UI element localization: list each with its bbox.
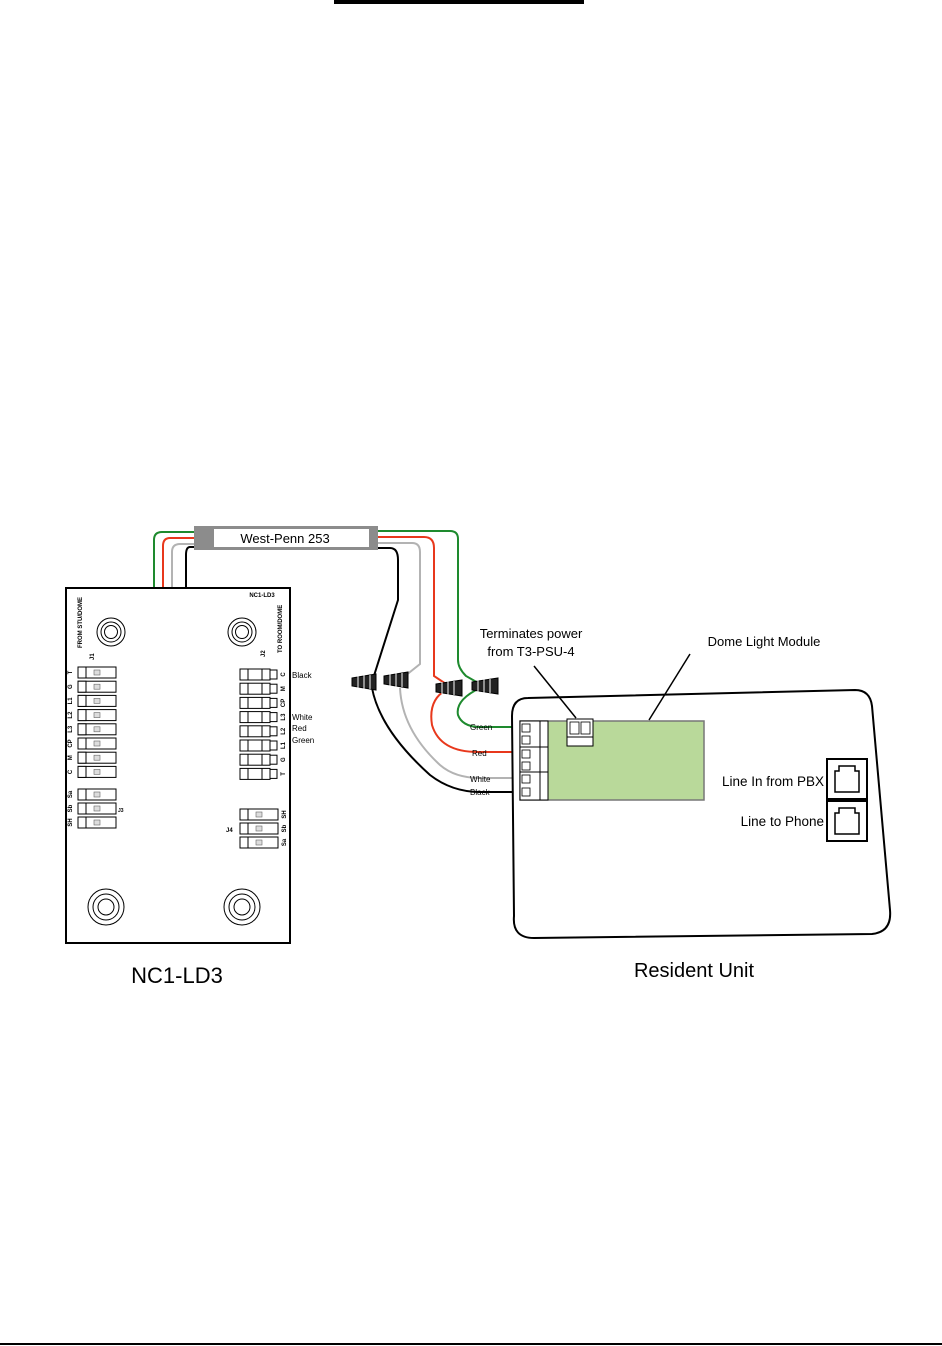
board-label: NC1-LD3 [249, 593, 275, 599]
wire-nut-white [384, 672, 408, 688]
j2-label-l1: L1 [281, 741, 287, 749]
line-to-phone-jack [827, 801, 867, 841]
left-pin-label-c: C [68, 769, 74, 774]
terminates-label-line1: Terminates power [480, 626, 583, 641]
left-pin-label-l2: L2 [68, 711, 74, 719]
board-wire-label-black: Black [292, 671, 313, 680]
left-pin-label-g: G [68, 684, 74, 689]
power-terminal [567, 719, 593, 746]
j2-label-t: T [281, 772, 287, 776]
red-wire-right [378, 537, 446, 684]
j2-label-l2: L2 [281, 727, 287, 735]
j2-id: J2 [261, 650, 267, 657]
j2-label-m: M [281, 686, 287, 691]
line-in-jack [827, 759, 867, 799]
left-pin-label-m: M [68, 755, 74, 760]
left-pin-label-cp: CP [68, 739, 74, 747]
j2-label-l3: L3 [281, 713, 287, 721]
j2-label: TO ROOM/DOME [278, 605, 284, 653]
j3-id: J3 [118, 808, 124, 814]
wire-nut-green [472, 678, 498, 694]
top-rule [334, 0, 584, 4]
resident-unit-title: Resident Unit [634, 960, 755, 982]
module-terminal-strip [520, 721, 548, 800]
j4-pin-label-sa: Sa [282, 838, 288, 846]
j3-pin-label-sh: SH [68, 818, 74, 826]
left-pin-label-l1: L1 [68, 697, 74, 705]
left-pin-label-l3: L3 [68, 725, 74, 733]
unit-wire-label-black: Black [470, 788, 491, 797]
red-wire-unit [431, 690, 522, 752]
j4-pin-label-sb: Sb [282, 824, 288, 832]
black-wire-right [372, 548, 398, 682]
unit-wire-label-red: Red [472, 749, 487, 758]
board-wire-label-green: Green [292, 736, 314, 745]
unit-wire-label-white: White [470, 775, 491, 784]
cable-label: West-Penn 253 [240, 531, 329, 546]
j1-label: FROM STU/DOME [78, 597, 84, 648]
board-title: NC1-LD3 [131, 963, 223, 988]
terminates-label-line2: from T3-PSU-4 [487, 644, 574, 659]
board-wire-label-white: White [292, 713, 313, 722]
line-to-phone-label: Line to Phone [741, 814, 824, 829]
dome-module-label: Dome Light Module [708, 634, 821, 649]
j2-label-cp: CP [281, 699, 287, 707]
unit-wire-label-green: Green [470, 723, 492, 732]
j4-id: J4 [226, 828, 233, 834]
left-pin-label-t: T [68, 670, 74, 674]
j2-label-g: G [281, 757, 287, 762]
line-in-label: Line In from PBX [722, 774, 824, 789]
j4-pin-label-sh: SH [282, 810, 288, 818]
green-wire-right [378, 531, 480, 684]
black-wire-unit [372, 688, 522, 792]
j2-label-c: C [281, 672, 287, 677]
j3-pin-label-sb: Sb [68, 804, 74, 812]
wire-nut-black [352, 674, 376, 690]
j1-id: J1 [90, 653, 96, 660]
j3-pin-label-sa: Sa [68, 790, 74, 798]
board-wire-label-red: Red [292, 724, 307, 733]
